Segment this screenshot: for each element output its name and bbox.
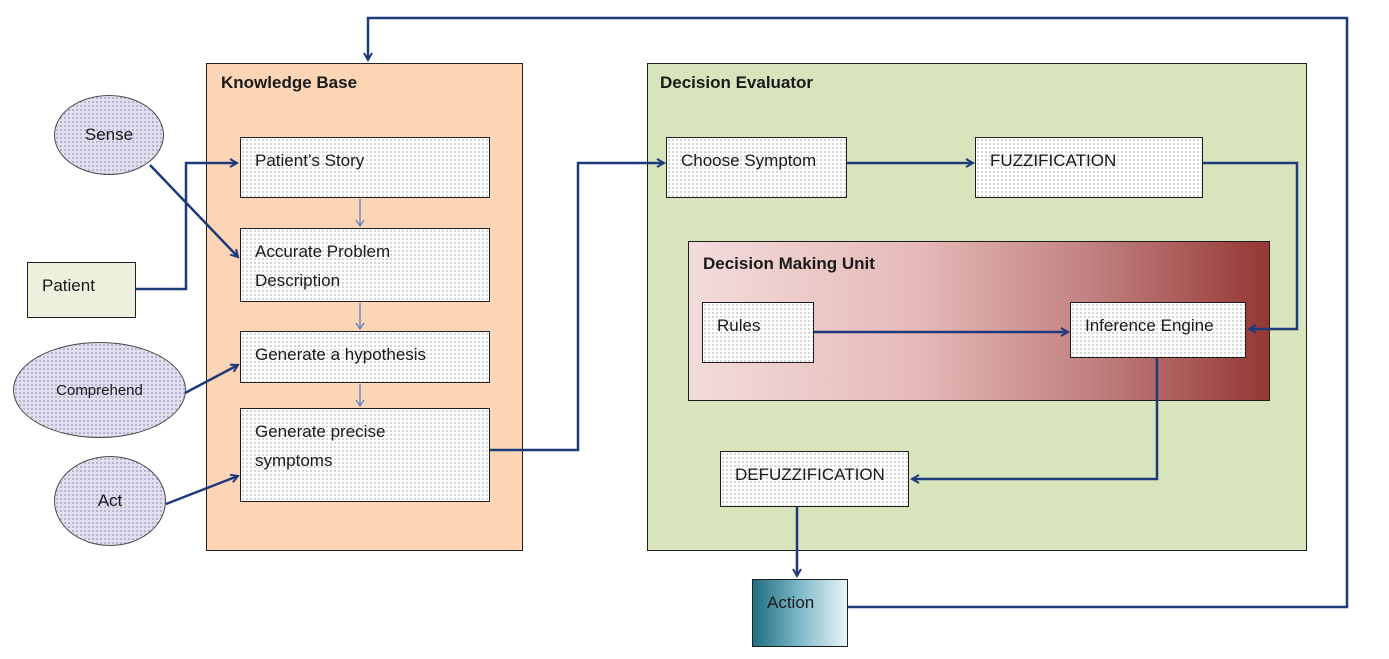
generate-precise-label-line1: Generate precise: [255, 422, 386, 441]
act-ellipse: Act: [54, 456, 166, 546]
sense-ellipse: Sense: [54, 95, 164, 175]
decision-evaluator-title: Decision Evaluator: [660, 73, 814, 92]
fuzzification-to-inference-arrow: [1203, 161, 1299, 329]
knowledge-base-title: Knowledge Base: [221, 73, 358, 92]
comprehend-to-hypothesis-arrow: [184, 365, 238, 395]
action-feedback-arrow: [368, 16, 1349, 609]
fuzzification-label: FUZZIFICATION: [990, 151, 1117, 170]
rules-label: Rules: [717, 316, 761, 335]
patients-story-box: Patient’s Story: [240, 137, 490, 198]
inference-engine-box: Inference Engine: [1070, 302, 1246, 358]
act-to-precise-arrow: [165, 476, 238, 506]
choose-symptom-label: Choose Symptom: [681, 151, 817, 170]
inference-engine-label: Inference Engine: [1085, 316, 1214, 335]
rules-box: Rules: [702, 302, 814, 363]
act-label: Act: [97, 491, 123, 510]
inference-to-defuzzification-arrow: [912, 358, 1159, 479]
comprehend-ellipse: Comprehend: [13, 342, 186, 438]
defuzzification-box: DEFUZZIFICATION: [720, 451, 909, 507]
choose-symptom-box: Choose Symptom: [666, 137, 847, 198]
patient-to-story-arrow: [136, 163, 237, 291]
sense-label: Sense: [84, 125, 134, 144]
defuzzification-label: DEFUZZIFICATION: [735, 465, 885, 484]
precise-to-choose-symptom-arrow: [490, 163, 664, 452]
accurate-problem-description-box: Accurate Problem Description: [240, 228, 490, 302]
generate-hypothesis-box: Generate a hypothesis: [240, 331, 490, 383]
action-box: Action: [752, 579, 848, 647]
accurate-problem-label-line2: Description: [255, 271, 341, 290]
fuzzification-box: FUZZIFICATION: [975, 137, 1203, 198]
decision-making-unit-title: Decision Making Unit: [703, 254, 875, 273]
generate-precise-label-line2: symptoms: [255, 451, 333, 470]
patients-story-label: Patient’s Story: [255, 151, 365, 170]
action-label: Action: [767, 593, 815, 612]
accurate-problem-label-line1: Accurate Problem: [255, 242, 391, 261]
patient-box: Patient: [27, 262, 136, 318]
comprehend-label: Comprehend: [56, 381, 143, 399]
generate-hypothesis-label: Generate a hypothesis: [255, 345, 427, 364]
generate-precise-symptoms-box: Generate precise symptoms: [240, 408, 490, 502]
patient-label: Patient: [42, 276, 95, 295]
sense-to-accurate-arrow: [149, 164, 238, 257]
